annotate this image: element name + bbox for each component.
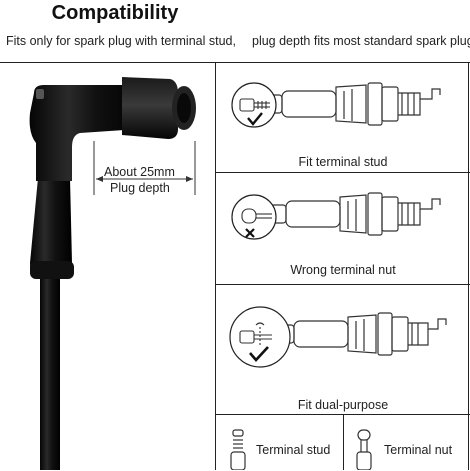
terminal-nut-icon: [356, 429, 372, 470]
divider-h1: [215, 172, 470, 173]
cross-icon: [245, 228, 255, 238]
divider-bottom-mid: [343, 414, 344, 470]
divider-h3: [215, 414, 470, 415]
panel-fit-terminal-stud: Fit terminal stud: [216, 63, 470, 172]
panel-label: Fit terminal stud: [298, 155, 388, 169]
panel-label: Wrong terminal nut: [290, 263, 396, 277]
panel-fit-dual-purpose: Fit dual-purpose: [216, 285, 470, 414]
frame: [0, 62, 470, 471]
boot-sleeve: [30, 178, 72, 277]
terminal-stud-icon: [230, 429, 246, 470]
depth-caption: Plug depth: [110, 181, 170, 195]
panel-wrong-terminal-nut: Wrong terminal nut: [216, 173, 470, 284]
boot-cap: [122, 77, 178, 139]
check-icon: [249, 346, 269, 362]
depth-value: About 25mm: [104, 165, 175, 179]
panel-label: Fit dual-purpose: [297, 398, 389, 412]
spark-plug-illustration: [231, 82, 441, 128]
terminal-stud-label: Terminal stud: [256, 443, 331, 457]
divider-vertical-right: [468, 62, 469, 470]
divider-h2: [215, 284, 470, 285]
divider-vertical-main: [215, 62, 216, 470]
page-title: Compatibility: [51, 2, 179, 24]
spark-plug-illustration: [229, 306, 447, 368]
boot-elbow: [29, 85, 141, 181]
check-icon: [247, 112, 263, 126]
zoom-circle: [231, 194, 277, 240]
spark-plug-illustration: [231, 192, 441, 240]
subtitle-right: plug depth fits most standard spark plug…: [252, 34, 470, 48]
spark-plug-boot-illustration: [29, 77, 196, 470]
cable: [40, 273, 60, 470]
subtitle-left: Fits only for spark plug with terminal s…: [6, 34, 236, 48]
terminal-nut-label: Terminal nut: [384, 443, 453, 457]
